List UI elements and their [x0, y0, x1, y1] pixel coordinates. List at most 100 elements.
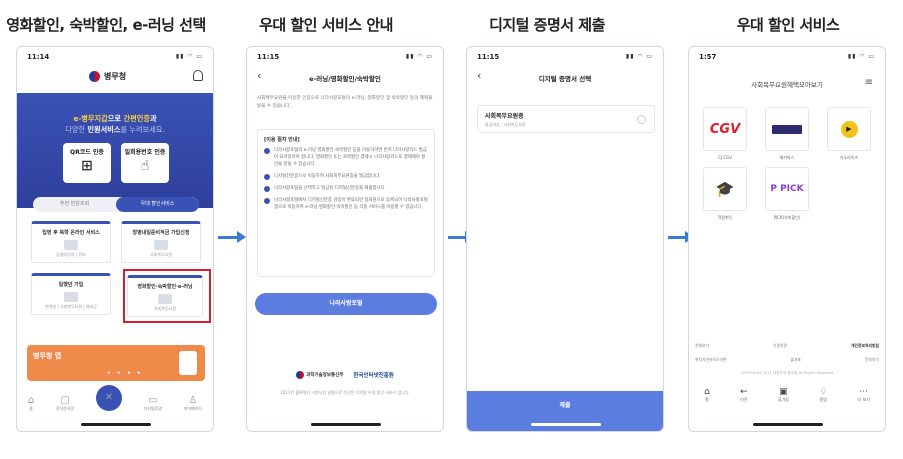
card-title: 영화할인·숙박할인·e-러닝	[137, 284, 193, 290]
tile-pick[interactable]: P PICK	[765, 167, 809, 211]
qr-auth-label: QR코드 인증	[70, 149, 104, 156]
nav-more[interactable]: ⋯더 보기	[858, 387, 870, 403]
hero-text: e-병무지갑으로 간편인증과 다양한 민원서비스를 누려보세요.	[17, 113, 213, 135]
tile-megabox[interactable]	[765, 107, 809, 151]
procedure-title: [이용 절차 안내]	[264, 137, 300, 143]
nav-label: 휴가증	[777, 397, 789, 402]
touch-icon: ☝	[140, 158, 150, 174]
cert-option-subtitle: 발급대상 : 사회복무요원	[485, 122, 526, 127]
hero-highlight-1: e-병무지갑	[73, 114, 108, 123]
phone-illustration	[179, 351, 197, 375]
footer-note: 2021년 블록체인 시범사업 일환으로 추진된 디지털 우대 할인 서비스 입…	[280, 390, 410, 395]
tile-credit[interactable]: 🎓	[703, 167, 747, 211]
status-bar: 1:57▮▮ ◠ ▭	[689, 47, 885, 63]
document-icon	[64, 292, 78, 302]
cert-option[interactable]: 사회복무요원증 발급대상 : 사회복무요원	[477, 105, 655, 133]
arrow-left-icon: ←	[740, 387, 748, 397]
person-icon: ♙	[188, 394, 198, 406]
page-title: 사회복무요원혜택모아보기	[751, 81, 823, 89]
procedure-box: [이용 절차 안내] 나라사랑포털의 e-러닝 영화할인 숙박할인 등을 이용하…	[257, 129, 435, 277]
link-contact[interactable]: 문의하기	[865, 357, 879, 362]
bell-icon[interactable]	[193, 70, 203, 81]
nav-label: 디지털증명	[143, 405, 163, 411]
radio-icon[interactable]	[637, 115, 646, 124]
home-indicator	[531, 423, 601, 426]
bottom-nav: ⌂홈 ▢전자문서함 ✕ ▭디지털증명 ♙마이페이지	[17, 385, 213, 421]
cert-option-title: 사회복무요원증	[485, 113, 524, 120]
step-text: 나라사랑포털의 e-러닝 영화할인 숙박할인 등을 이용하려면 먼저 나라사랑카…	[274, 148, 427, 167]
hero-highlight-3: 민원서비스	[87, 125, 121, 134]
phone-screen-guide: 11:15▮▮ ◠ ▭ ‹ e-러닝/영화할인/숙박할인 사회복무요원을 이용한…	[246, 46, 444, 432]
tile-cgv[interactable]: CGV	[703, 107, 747, 151]
nav-center[interactable]: ✕	[95, 385, 122, 411]
back-arrow-icon[interactable]: ‹	[477, 69, 482, 82]
link-location-terms[interactable]: 위치기반서비스약관	[695, 357, 727, 362]
nav-alerts[interactable]: ♢알림	[819, 387, 827, 403]
qr-auth-button[interactable]: QR코드 인증 ⊞	[63, 143, 111, 183]
nav-label: 홈	[705, 397, 709, 402]
banner-title: 병무청 앱	[33, 352, 62, 360]
nav-back[interactable]: ←이전	[740, 387, 748, 403]
pick-logo: P PICK	[770, 184, 804, 194]
nav-label: 더 보기	[857, 397, 870, 402]
bullet-icon	[264, 186, 270, 192]
otp-auth-label: 일회용번호 인증	[124, 149, 166, 156]
card-subtitle: 사회복무요원	[153, 306, 177, 311]
status-bar: 11:15▮▮ ◠ ▭	[247, 47, 443, 63]
nav-label: 홈	[29, 405, 33, 411]
home-indicator	[311, 423, 381, 426]
tile-label: 메가박스	[779, 155, 795, 160]
qr-code-icon: ⊞	[81, 158, 93, 174]
portal-button[interactable]: 나라사랑포털	[255, 293, 437, 315]
highlight-box	[123, 269, 211, 323]
footer-links: 전체보기 이용약관 개인정보처리방침	[695, 343, 879, 349]
tile-kino[interactable]: ▶	[827, 107, 871, 151]
home-icon: ⌂	[27, 394, 35, 406]
step-text: 나라사랑포털에서 디지털신분증 검증이 완료되면 정회원으로 등록되어 나라사랑…	[274, 198, 428, 210]
nav-home[interactable]: ⌂홈	[704, 387, 710, 403]
nav-digital-cert[interactable]: ▭디지털증명	[144, 395, 162, 412]
hamburger-menu-icon[interactable]: ≡	[864, 77, 873, 88]
page-title: 디지털 증명서 선택	[538, 75, 592, 83]
org-name: 과학기술정보통신부	[306, 373, 344, 378]
card-title: 장병내일준비적금 가입신청	[132, 230, 190, 236]
hero-text-2: 과	[149, 114, 157, 123]
chart-icon	[154, 240, 168, 250]
tab-discount[interactable]: 우대 할인서비스	[116, 197, 199, 212]
step-3: 나라사랑포털을 선택하고 발급된 디지털신분증을 제출합니다.	[264, 185, 428, 192]
agency-logo: 병무청	[89, 71, 126, 82]
link-terms[interactable]: 이용약관	[773, 343, 787, 348]
status-bar: 11:15▮▮ ◠ ▭	[467, 47, 663, 63]
tile-label: 학점취득	[717, 215, 733, 220]
tab-recommended[interactable]: 추천 민원조회	[59, 201, 90, 207]
nav-inbox[interactable]: ▢전자문서함	[56, 395, 74, 412]
link-source[interactable]: 출처표	[790, 357, 801, 362]
signal-icon: ▮▮ ◠ ▭	[175, 53, 203, 60]
nav-vacation[interactable]: ▣휴가증	[778, 387, 789, 403]
caption-step-3: 디지털 증명서 제출	[489, 16, 605, 34]
link-view-all[interactable]: 전체보기	[695, 343, 709, 348]
card-title: 입영 후 복학 온라인 서비스	[42, 230, 100, 236]
back-arrow-icon[interactable]: ‹	[257, 69, 262, 82]
msit-logo: 과학기술정보통신부	[296, 371, 343, 379]
bottom-nav: ⌂홈 ←이전 ▣휴가증 ♢알림 ⋯더 보기	[689, 387, 885, 403]
nav-label: 이전	[740, 397, 748, 402]
phone-screen-home: 11:14▮▮ ◠ ▭ 병무청 e-병무지갑으로 간편인증과 다양한 민원서비스…	[16, 46, 214, 432]
card-subtitle: 입영대상자 | 정보	[56, 252, 86, 257]
org-name: 한국인터넷진흥원	[353, 373, 394, 379]
home-indicator	[81, 423, 151, 426]
nav-mypage[interactable]: ♙마이페이지	[184, 395, 202, 412]
hero-text-1: 으로	[107, 114, 124, 123]
app-banner[interactable]: 병무청 앱• • • •	[27, 345, 205, 381]
card-subtitle: 현역병 | 사회복무요원 | 예비군	[45, 304, 97, 309]
signal-icon: ▮▮ ◠ ▭	[625, 53, 653, 60]
otp-auth-button[interactable]: 일회용번호 인증 ☝	[121, 143, 169, 183]
flow-arrow-1	[218, 231, 246, 243]
nav-home[interactable]: ⌂홈	[28, 395, 34, 412]
link-privacy[interactable]: 개인정보처리방침	[851, 343, 879, 348]
